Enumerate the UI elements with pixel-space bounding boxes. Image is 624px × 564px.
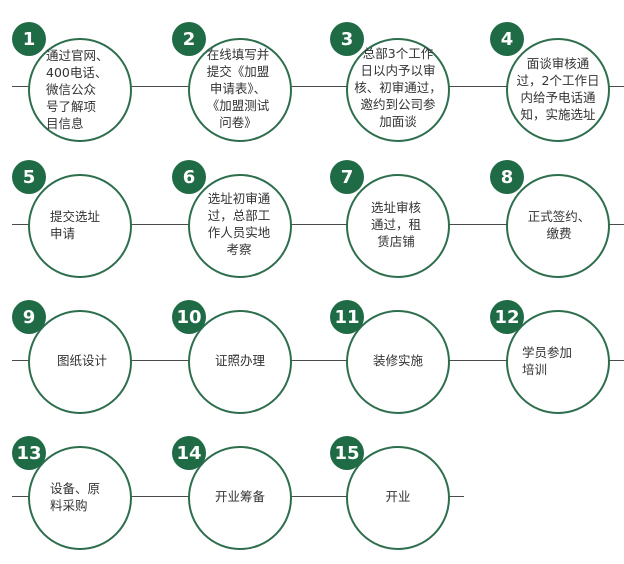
step-10-text: 证照办理 xyxy=(214,353,265,368)
step-1-text: 通过官网、 400电话、 微信公众 号了解项 目信息 xyxy=(46,48,109,131)
step-10-circle xyxy=(188,310,292,414)
step-9-number-badge: 9 xyxy=(12,300,46,334)
step-6-number-badge: 6 xyxy=(172,160,206,194)
step-11-text: 装修实施 xyxy=(372,353,423,368)
step-8-number-badge: 8 xyxy=(490,160,524,194)
step-3-circle xyxy=(346,38,450,142)
step-9-text: 图纸设计 xyxy=(56,353,107,368)
step-15-text: 开业 xyxy=(385,489,411,504)
step-7-number-badge: 7 xyxy=(330,160,364,194)
step-4-text: 面谈审核通 过，2个工作日 内给予电话通 知，实施选址 xyxy=(516,56,600,122)
step-3-number-badge: 3 xyxy=(330,22,364,56)
step-14-circle xyxy=(188,446,292,550)
step-8-text: 正式签约、 缴费 xyxy=(527,209,591,241)
step-2-circle xyxy=(188,38,292,142)
step-4-number-badge: 4 xyxy=(490,22,524,56)
step-6-circle xyxy=(188,174,292,278)
step-2-text: 在线填写并 提交《加盟 申请表》、 《加盟测试 问卷》 xyxy=(206,47,270,130)
step-13-number-badge: 13 xyxy=(12,436,46,470)
row-3-connector-line xyxy=(12,360,624,361)
step-11-number-badge: 11 xyxy=(330,300,364,334)
step-6-text: 选址初审通 过，总部工 作人员实地 考察 xyxy=(207,191,271,257)
step-5-number-badge: 5 xyxy=(12,160,46,194)
step-15-number-badge: 15 xyxy=(330,436,364,470)
step-13-circle xyxy=(28,446,132,550)
step-15-circle xyxy=(346,446,450,550)
step-12-circle xyxy=(506,310,610,414)
step-7-circle xyxy=(346,174,450,278)
step-3-text: 总部3个工作 日以内予以审 核、初审通过， 邀约到公司参 加面谈 xyxy=(354,46,442,129)
step-11-circle xyxy=(346,310,450,414)
step-2-number-badge: 2 xyxy=(172,22,206,56)
step-5-circle xyxy=(28,174,132,278)
step-5-text: 提交选址 申请 xyxy=(50,209,101,241)
step-7-text: 选址审核 通过，租 赁店铺 xyxy=(370,200,421,249)
step-14-number-badge: 14 xyxy=(172,436,206,470)
step-12-number-badge: 12 xyxy=(490,300,524,334)
step-14-text: 开业筹备 xyxy=(214,489,265,504)
step-8-circle xyxy=(506,174,610,278)
step-1-number-badge: 1 xyxy=(12,22,46,56)
row-1-connector-line xyxy=(12,86,624,87)
step-10-number-badge: 10 xyxy=(172,300,206,334)
step-4-circle xyxy=(506,38,610,142)
step-13-text: 设备、原 料采购 xyxy=(50,481,101,513)
step-1-circle xyxy=(28,38,132,142)
row-2-connector-line xyxy=(12,224,624,225)
step-9-circle xyxy=(28,310,132,414)
step-12-text: 学员参加 培训 xyxy=(522,345,573,377)
